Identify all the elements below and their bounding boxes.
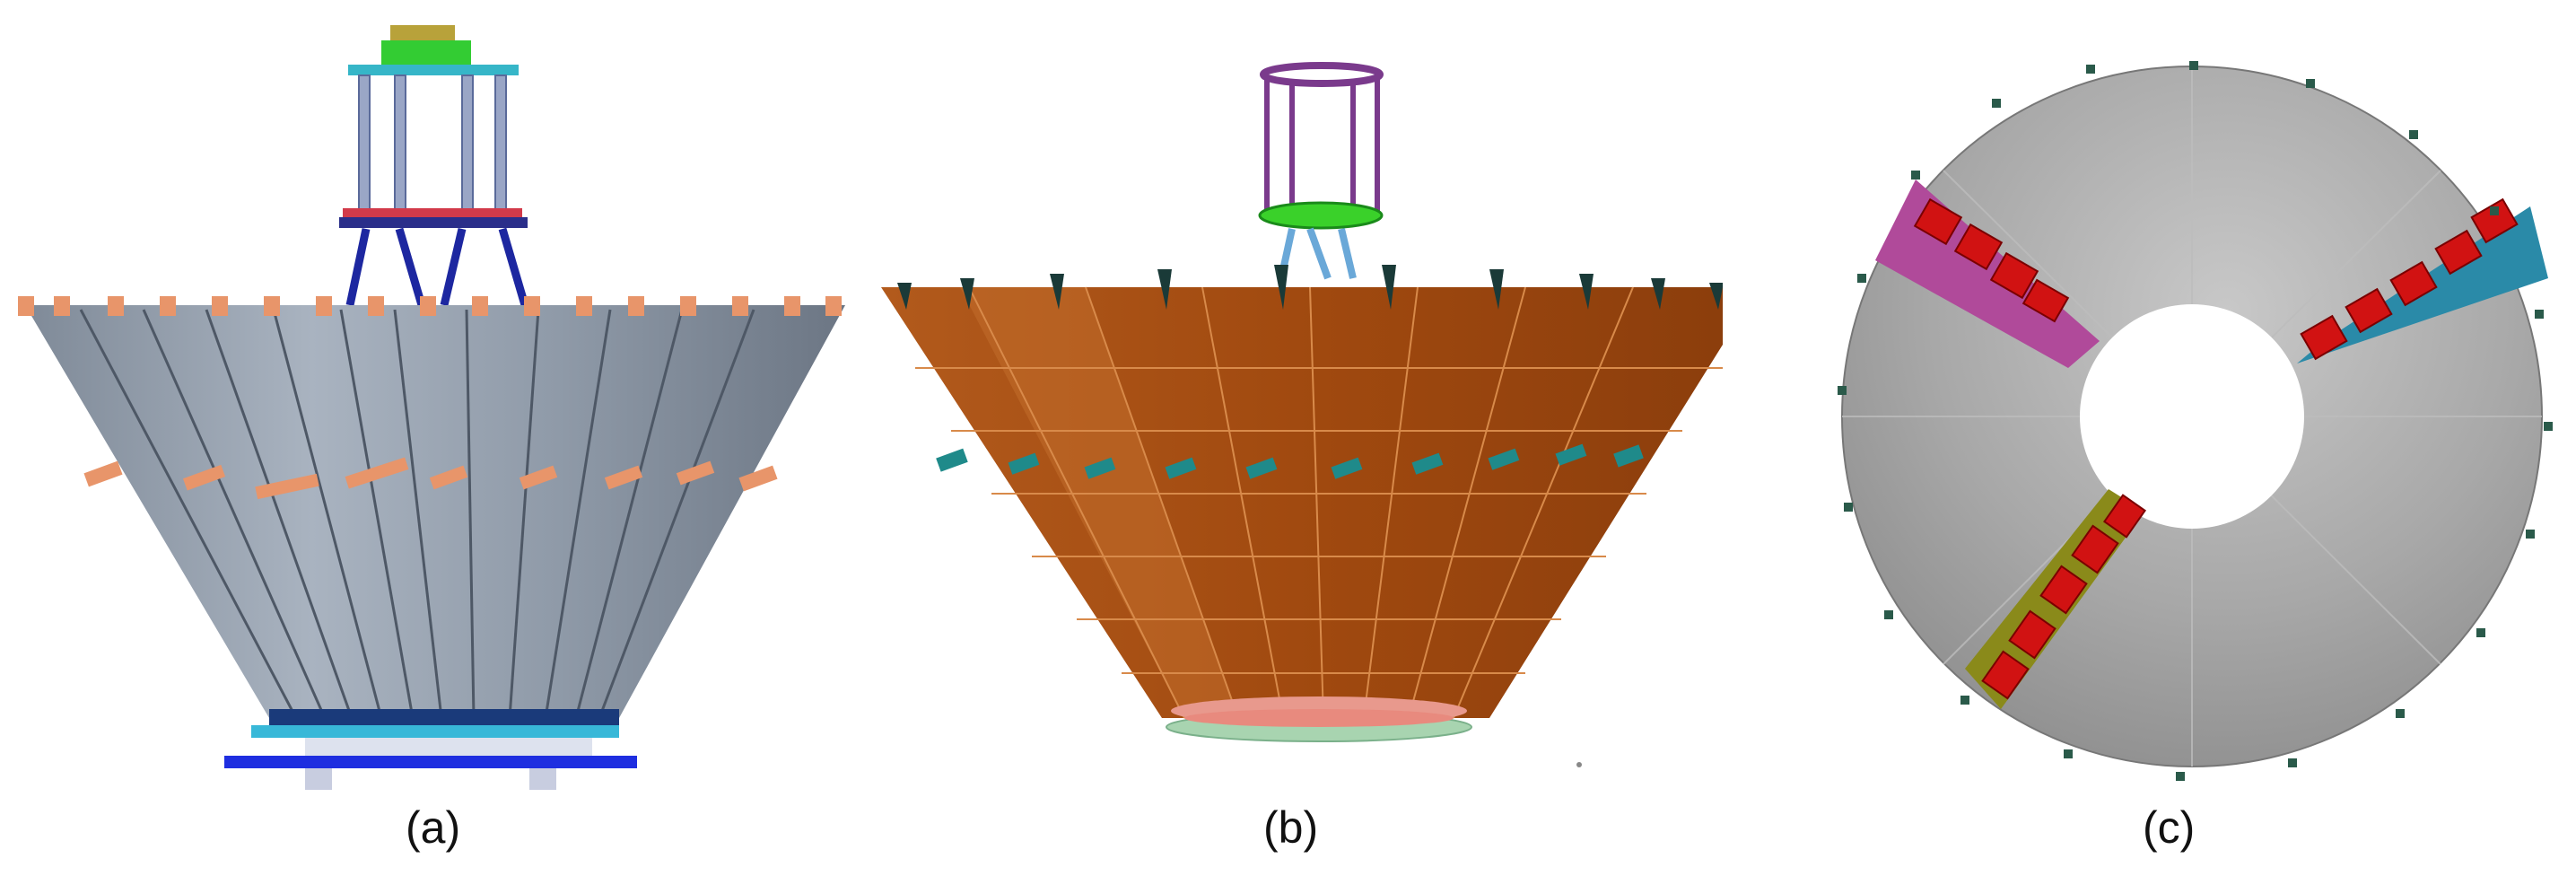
rim-brackets: [18, 296, 842, 316]
cone-reflector: [25, 305, 845, 719]
blue-struts: [1278, 227, 1357, 280]
rim-studs: [897, 265, 1723, 310]
sector-olive: [1965, 489, 2147, 709]
mesh-cone: [881, 286, 1723, 719]
panel-b: (b): [861, 0, 1723, 876]
top-view-disk-illustration: [1838, 61, 2553, 781]
stray-dot: [1576, 762, 1582, 767]
base-ring: [1166, 696, 1472, 742]
support-struts: [345, 227, 529, 307]
caption-c: (c): [2143, 802, 2196, 853]
caption-a: (a): [406, 802, 461, 853]
disk: [1841, 66, 2543, 767]
caption-b: (b): [1263, 802, 1319, 853]
panel-c: (c): [1723, 0, 2576, 876]
panel-a: (a): [0, 0, 861, 876]
base-platform: [224, 709, 637, 790]
teal-brackets: [936, 443, 1644, 479]
sector-cyan: [2297, 197, 2548, 364]
edge-pads: [1838, 61, 2553, 781]
fe-mesh-model-illustration: [881, 62, 1723, 767]
top-fixture: [339, 25, 528, 228]
cad-assembly-illustration: [18, 25, 845, 790]
purple-frame: [1258, 62, 1384, 230]
mid-brackets: [83, 457, 778, 500]
sector-pink: [1875, 180, 2100, 368]
